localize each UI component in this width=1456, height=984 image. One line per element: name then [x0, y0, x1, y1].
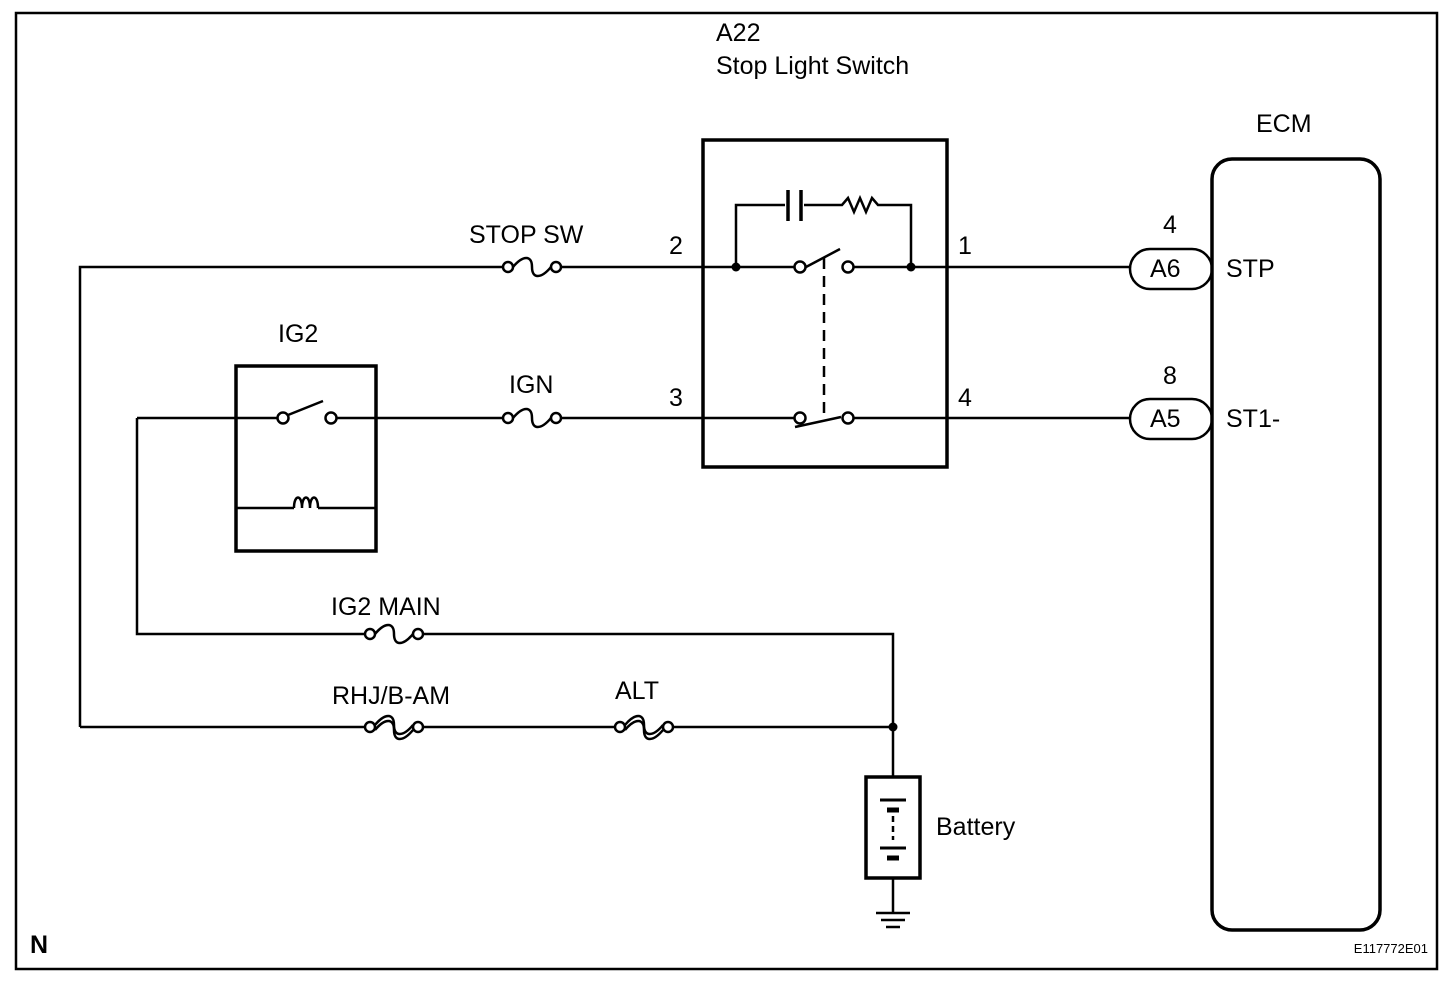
- ecm-connector-a6: [1128, 247, 1214, 291]
- stop-light-switch-box: [701, 138, 949, 469]
- diagram-frame: [14, 11, 1439, 971]
- fusible-link-alt: [613, 714, 675, 741]
- fuse-ig2-main-label: IG2 MAIN: [331, 593, 441, 621]
- switch-name-label: Stop Light Switch: [716, 52, 909, 80]
- fuse-ig2-main: [363, 623, 425, 645]
- switch-pin-1: 1: [958, 232, 972, 260]
- switch-contact-st1: [793, 411, 855, 429]
- corner-left-label: N: [30, 931, 48, 959]
- fuse-ign-label: IGN: [509, 371, 553, 399]
- switch-pin-2: 2: [669, 232, 683, 260]
- ecm-connector-a6-label: A6: [1150, 255, 1181, 283]
- relay-label: IG2: [278, 320, 318, 348]
- switch-pin-4: 4: [958, 384, 972, 412]
- switch-pin-3: 3: [669, 384, 683, 412]
- ecm-stp-label: STP: [1226, 255, 1275, 283]
- ecm-stp-pin: 4: [1163, 211, 1177, 239]
- fuse-stop-sw-label: STOP SW: [469, 221, 584, 249]
- battery-label: Battery: [936, 813, 1016, 841]
- wire-ig2-main: [135, 418, 895, 727]
- fusible-link-rhj-bam: [363, 714, 425, 741]
- battery-symbol: [880, 798, 906, 861]
- capacitor-resistor-branch: [734, 190, 913, 267]
- ecm-box: [1210, 157, 1382, 932]
- ig2-relay-contact: [276, 399, 376, 425]
- ig2-relay-box: [234, 364, 378, 553]
- ground-icon: [876, 878, 910, 929]
- ig2-relay-coil: [236, 496, 376, 510]
- ecm-st1-label: ST1-: [1226, 405, 1280, 433]
- fuse-rhj-bam-label: RHJ/B-AM: [332, 682, 450, 710]
- switch-ref-label: A22: [716, 19, 760, 47]
- fuse-ign: [501, 407, 563, 429]
- ecm-title: ECM: [1256, 110, 1312, 138]
- wire-stop-sw: [78, 265, 1130, 727]
- ecm-connector-a5-label: A5: [1150, 405, 1181, 433]
- fuse-stop-sw: [501, 256, 563, 278]
- ecm-st1-pin: 8: [1163, 362, 1177, 390]
- figure-id-label: E117772E01: [1354, 941, 1428, 956]
- wire-b-am: [80, 722, 898, 777]
- fuse-alt-label: ALT: [615, 677, 659, 705]
